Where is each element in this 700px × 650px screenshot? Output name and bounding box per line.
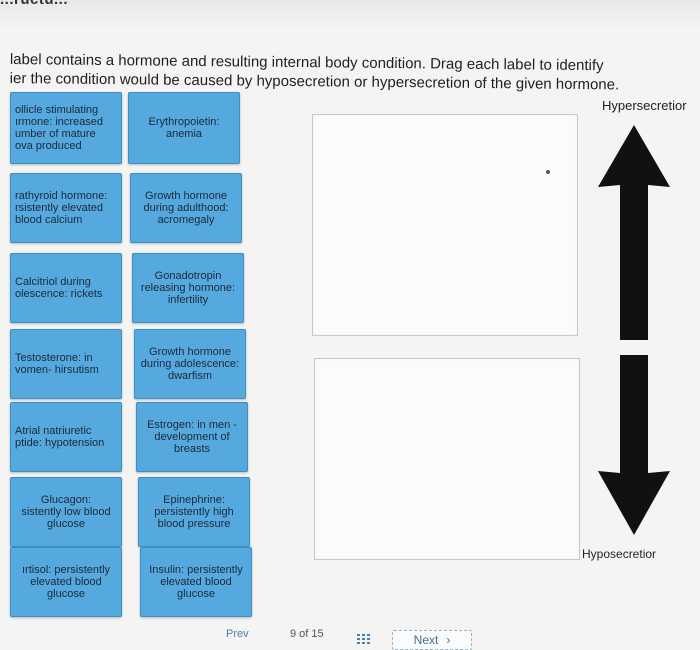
drag-label[interactable]: Calcitriol during olescence: rickets [10,253,122,323]
drop-zone-hypersecretion[interactable] [312,114,578,336]
drag-label[interactable]: Insulin: persistently elevated blood glu… [140,547,252,617]
drag-label[interactable]: ırtisol: persistently elevated blood glu… [10,547,122,617]
cursor-dot [546,170,550,174]
grid-icon[interactable] [357,634,371,644]
drag-label[interactable]: Gonadotropin releasing hormone: infertil… [132,253,244,323]
arrow-down-icon [598,355,670,535]
chevron-right-icon: › [446,633,451,647]
drag-label[interactable]: Growth hormone during adolescence: dwarf… [134,329,246,399]
drag-label[interactable]: ollicle stimulating ırmone: increased um… [10,92,122,164]
drop-zone-hyposecretion[interactable] [314,358,580,560]
drag-label[interactable]: Glucagon: sistently low blood glucose [10,477,122,547]
drag-label[interactable]: Atrial natriuretic ptide: hypotension [10,402,122,472]
next-button-label: Next [413,633,439,647]
page-indicator: 9 of 15 [290,628,324,640]
drag-label[interactable]: Erythropoietin: anemia [128,92,240,164]
next-button[interactable]: Next › [392,630,472,650]
drag-label[interactable]: rathyroid hormone: rsistently elevated b… [10,173,122,243]
prev-link[interactable]: Prev [226,628,249,640]
arrow-up-icon [598,125,670,340]
drag-label[interactable]: Epinephrine: persistently high blood pre… [138,477,250,547]
drag-label[interactable]: Testosterone: in vomen- hirsutism [10,329,122,399]
top-header-strip: ...ructu... [0,0,700,30]
page-title-fragment: ...ructu... [0,0,68,8]
drag-label[interactable]: Estrogen: in men - development of breast… [136,402,248,472]
hypersecretion-label: Hypersecretior [602,98,687,113]
drag-label[interactable]: Growth hormone during adulthood: acromeg… [130,173,242,243]
instructions: label contains a hormone and resulting i… [10,50,670,95]
hyposecretion-label: Hyposecretior [582,547,657,561]
